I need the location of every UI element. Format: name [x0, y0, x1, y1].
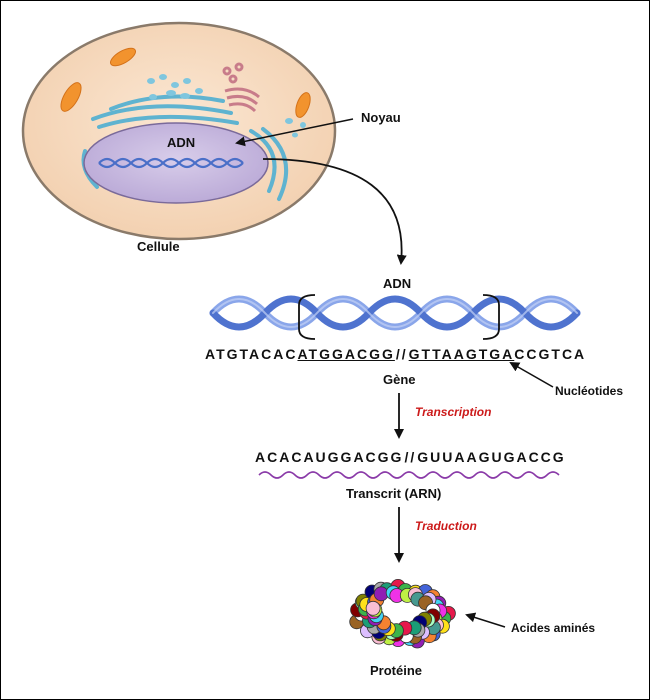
dna-seq-gene-right: GTTAAGTGA: [408, 346, 515, 362]
rna-seq-right: GUUAAGUGACCG: [417, 449, 566, 465]
dna-seq-gene-left: ATGGACGG: [297, 346, 395, 362]
amino-acids-pointer-arrow: [465, 612, 506, 628]
label-noyau: Noyau: [361, 110, 401, 125]
dna-seq-suffix: CCGTCA: [514, 346, 587, 362]
dna-sequence: ATGTACACATGGACGG//GTTAAGTGACCGTCA: [205, 346, 586, 362]
label-cellule: Cellule: [137, 239, 180, 254]
cell-illustration: [21, 21, 337, 241]
label-transcrit: Transcrit (ARN): [346, 486, 442, 501]
mitochondria: [60, 47, 311, 118]
rna-seq-left: ACACAUGGACGG: [255, 449, 404, 465]
dna-seq-break: //: [395, 346, 408, 362]
protein-amino-acid-chain: [349, 579, 456, 649]
label-proteine: Protéine: [370, 663, 423, 678]
vesicles: [147, 74, 306, 138]
golgi-apparatus: [222, 62, 260, 113]
label-adn-cell: ADN: [167, 135, 196, 150]
label-traduction: Traduction: [415, 519, 477, 533]
dna-seq-prefix: ATGTACAC: [205, 346, 298, 362]
label-transcription: Transcription: [415, 405, 492, 419]
amino-acid-bead: [365, 600, 381, 616]
gene-brackets: [298, 294, 500, 340]
noyau-pointer-arrow: [235, 118, 354, 147]
rna-sequence: ACACAUGGACGG//GUUAAGUGACCG: [255, 449, 566, 465]
label-nucleotides: Nucléotides: [555, 384, 624, 398]
zoom-curved-arrow: [262, 158, 407, 265]
nucleus-dna-strand: [98, 157, 244, 169]
nucleotides-pointer-arrow: [509, 362, 554, 388]
dna-double-helix: [209, 295, 581, 331]
label-adn-helix: ADN: [383, 276, 412, 291]
rna-strand: [258, 471, 560, 479]
label-acides-amines: Acides aminés: [511, 621, 596, 635]
rna-seq-break: //: [404, 449, 417, 465]
label-gene: Gène: [383, 372, 416, 387]
nucleus: [83, 122, 269, 204]
